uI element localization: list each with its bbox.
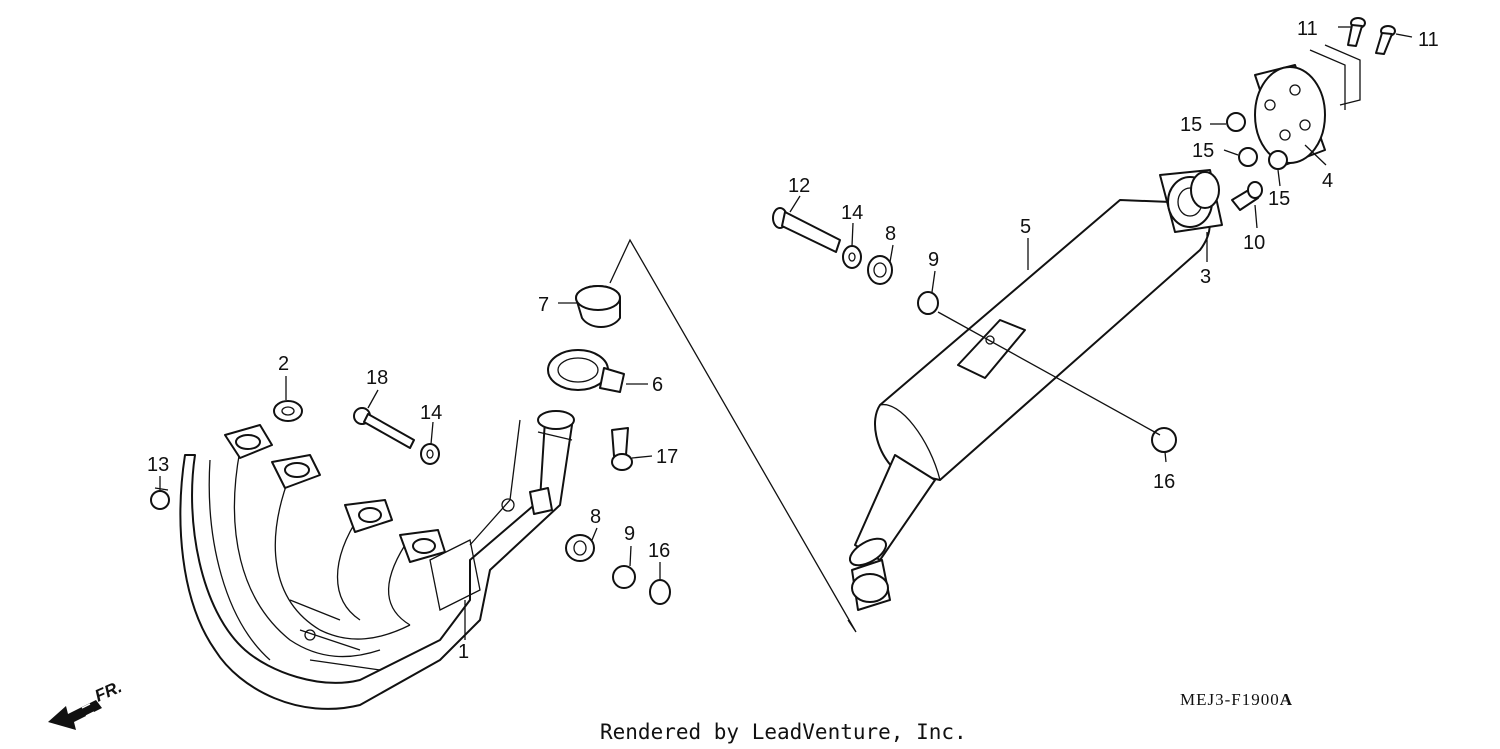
part-nut-15a[interactable] <box>1226 112 1246 132</box>
part-washer-14b[interactable] <box>420 443 440 465</box>
callout-3: 3 <box>1200 266 1211 288</box>
callout-9a: 9 <box>928 249 939 271</box>
part-end-cover[interactable] <box>1254 44 1361 166</box>
callout-17: 17 <box>656 446 678 468</box>
callout-8b: 8 <box>590 506 601 528</box>
callout-13: 13 <box>147 454 169 476</box>
callout-10: 10 <box>1243 232 1265 254</box>
part-gasket-2[interactable] <box>273 400 303 422</box>
part-rubber-bushing-8b[interactable] <box>565 534 595 562</box>
part-nut-16b[interactable] <box>649 579 671 605</box>
part-screw-11b[interactable] <box>1375 25 1396 55</box>
part-nut-15b[interactable] <box>1238 147 1258 167</box>
callout-16b: 16 <box>648 540 670 562</box>
part-joint-collar-7[interactable] <box>575 285 621 328</box>
diagram-code: MEJ3-F1900A <box>1180 690 1293 709</box>
callout-labels: 1 2 3 4 5 6 7 8 8 9 9 10 11 11 12 13 14 … <box>147 18 1439 663</box>
part-nut-13[interactable] <box>150 487 170 510</box>
callout-14b: 14 <box>420 402 442 424</box>
part-bolt-12[interactable] <box>772 207 841 253</box>
callout-11b: 11 <box>1418 29 1439 51</box>
callout-15a: 15 <box>1180 114 1202 136</box>
callout-9b: 9 <box>624 523 635 545</box>
callout-11a: 11 <box>1297 18 1318 40</box>
front-direction-arrow: FR. <box>48 677 125 730</box>
part-end-cap-plate[interactable] <box>1159 169 1223 233</box>
part-bolt-10[interactable] <box>1231 181 1263 211</box>
part-collar-9a[interactable] <box>917 291 939 315</box>
part-collar-9b[interactable] <box>612 565 636 589</box>
part-muffler[interactable] <box>846 199 1211 611</box>
part-exhaust-header[interactable] <box>179 410 575 710</box>
callout-2: 2 <box>278 353 289 375</box>
part-band-clamp-6[interactable] <box>547 349 625 393</box>
assembly-line <box>609 238 857 633</box>
part-nut-15c[interactable] <box>1268 150 1288 170</box>
part-screw-11a[interactable] <box>1347 17 1366 47</box>
callout-18: 18 <box>366 367 388 389</box>
part-bolt-18[interactable] <box>353 407 415 449</box>
credit-text: Rendered by LeadVenture, Inc. <box>600 720 967 744</box>
callout-15c: 15 <box>1268 188 1290 210</box>
callout-16a: 16 <box>1153 471 1175 493</box>
part-bolt-17[interactable] <box>611 427 633 471</box>
part-nut-16a[interactable] <box>1151 427 1177 453</box>
part-washer-14a[interactable] <box>842 245 862 269</box>
callout-1: 1 <box>458 641 469 663</box>
callout-5: 5 <box>1020 216 1031 238</box>
leader-lines <box>159 26 1413 640</box>
callout-15b: 15 <box>1192 140 1214 162</box>
front-marker-text: FR. <box>92 677 125 705</box>
callout-6: 6 <box>652 374 663 396</box>
callout-4: 4 <box>1322 170 1333 192</box>
part-rubber-bushing-8a[interactable] <box>867 255 893 285</box>
callout-7: 7 <box>538 294 549 316</box>
callout-12: 12 <box>788 175 810 197</box>
callout-8a: 8 <box>885 223 896 245</box>
callout-14a: 14 <box>841 202 863 224</box>
